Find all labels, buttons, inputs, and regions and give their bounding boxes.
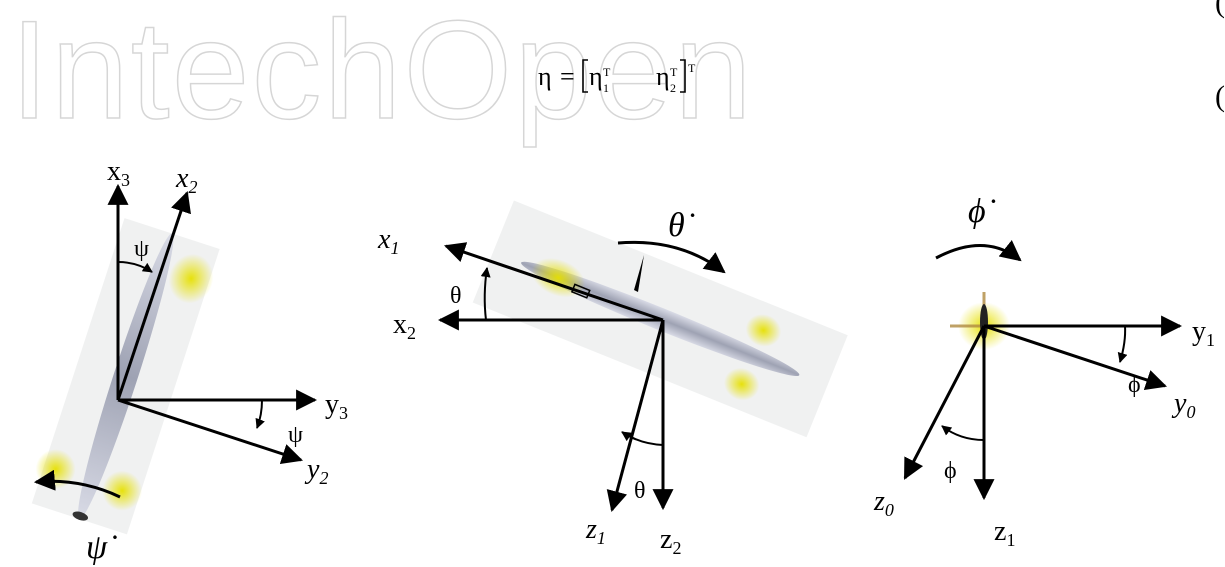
yaw-label-x3: x3 [107,156,130,190]
yaw-rate-label: ψ̇ [86,529,117,566]
eq-eta-2: η [656,62,670,91]
yaw-vehicle [31,218,220,535]
roll-angle-label-right: ϕ [1128,372,1141,398]
pitch-panel: x1 x2 z1 z2 θ θ θ̇ [377,200,848,558]
yaw-label-y3: y3 [325,389,348,423]
pitch-axis-z1 [606,319,665,513]
pitch-label-z1: z1 [585,514,606,548]
roll-label-y0: y0 [1171,388,1195,422]
eq-sup-outer: T [688,61,696,75]
yaw-angle-label-top: ψ [134,236,149,262]
yaw-axis-x2 [116,191,191,401]
eq-eta-1: η [589,62,603,91]
roll-angle-label-bottom: ϕ [944,458,957,484]
yaw-label-y2: y2 [304,454,328,488]
pitch-axis-x1 [444,242,664,322]
roll-rate-label: ϕ̇ [968,193,996,230]
watermark-text: IntechOpen [10,0,754,148]
pitch-label-x2: x2 [393,309,416,343]
yaw-angle-arc-top [117,261,153,273]
eq-equals: = [560,62,575,91]
equation-number-1: ( [1215,0,1225,19]
equation: η = η T 1 η T 2 T [538,59,696,95]
roll-angle-arc-right [1117,325,1128,363]
yaw-angle-arc-right [255,399,265,429]
roll-axis-y0 [983,324,1167,391]
yaw-rate-arc [33,469,121,499]
roll-angle-arc-bottom [941,425,985,441]
roll-label-z0: z0 [873,486,894,520]
roll-label-z1: z1 [994,516,1015,550]
pitch-angle-label-bottom: θ [634,478,646,504]
roll-rate-arc [935,239,1022,262]
yaw-panel: x3 x2 y3 y2 ψ ψ ψ̇ [31,156,348,566]
eq-sup-2: T [670,65,678,79]
pitch-rate-pointer [634,255,644,292]
pitch-angle-label-top: θ [450,283,462,309]
yaw-label-x2: x2 [175,163,197,197]
pitch-label-x1: x1 [377,224,399,258]
pitch-rate-label: θ̇ [668,207,695,244]
pitch-angle-arc-top [480,267,491,321]
pitch-angle-arc-bottom [621,431,664,446]
roll-axis-z0 [903,325,986,480]
pitch-rate-arc [617,240,726,274]
yaw-angle-label-right: ψ [288,422,303,448]
eq-sub-2: 2 [670,81,676,95]
roll-panel: y1 y0 z0 z1 ϕ ϕ ϕ̇ [873,193,1215,550]
pitch-label-z2: z2 [660,524,681,558]
eq-lhs: η [538,62,552,91]
eq-bracket-left [582,59,588,93]
roll-label-y1: y1 [1192,316,1215,350]
yaw-axis-y2 [117,398,303,465]
eq-bracket-right [680,59,686,93]
equation-number-2: ( [1215,80,1225,113]
eq-sup-1: T [603,65,611,79]
eq-sub-1: 1 [603,81,609,95]
